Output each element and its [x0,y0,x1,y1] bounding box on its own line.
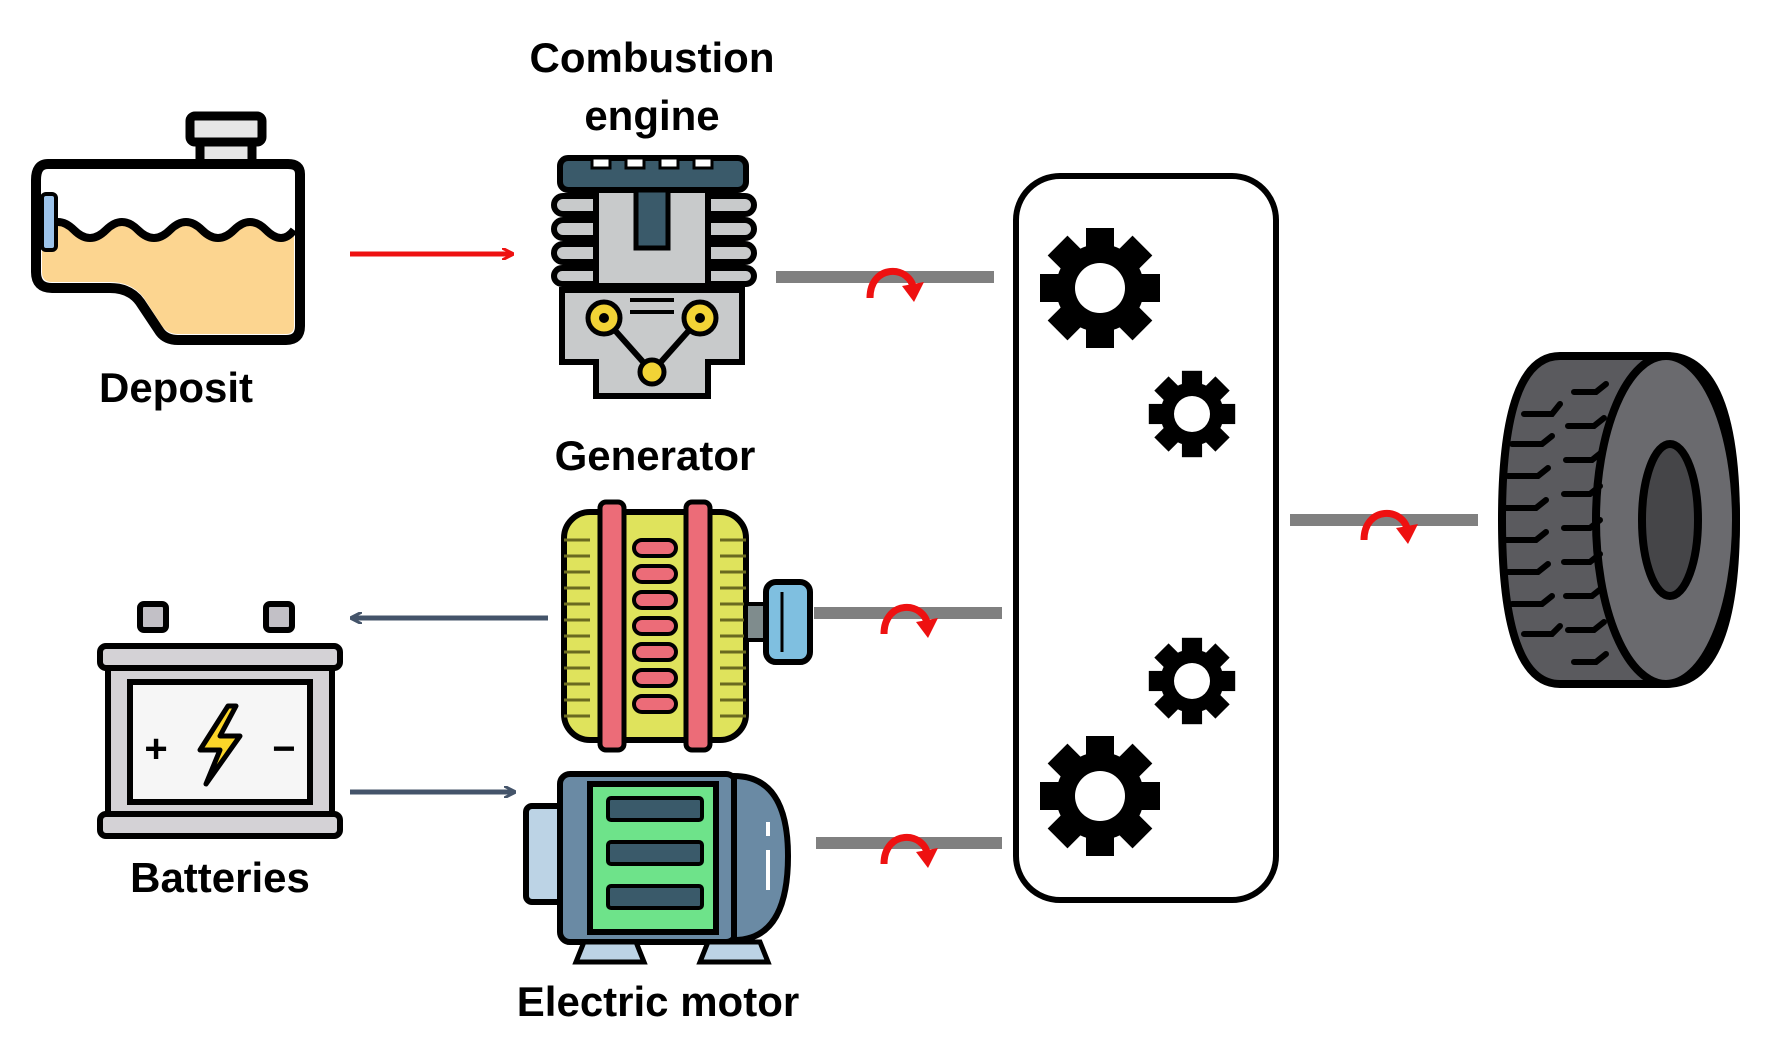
electric-motor-label: Electric motor [517,978,799,1025]
gear-large-top-icon [1040,228,1160,348]
generator-icon [561,499,813,753]
battery-minus-symbol: − [272,727,295,771]
gear-large-bottom-icon [1040,736,1160,856]
combustion-engine-label-line2: engine [584,92,719,139]
deposit-icon [31,111,305,345]
lightning-bolt-icon [197,703,243,787]
combustion-engine-icon [551,155,757,399]
battery-plus-symbol: + [144,727,167,771]
batteries-label: Batteries [130,854,310,901]
generator-label: Generator [555,432,756,479]
tire-icon [1497,352,1741,688]
combustion-engine-label-line1: Combustion [530,34,775,81]
battery-icon: + − [97,601,343,839]
electric-motor-icon [523,771,792,965]
gearbox-icon [1013,173,1279,903]
deposit-label: Deposit [99,364,253,411]
gearbox-housing [1013,173,1279,903]
gear-small-top-icon [1148,370,1236,458]
gear-small-bottom-icon [1148,637,1236,725]
